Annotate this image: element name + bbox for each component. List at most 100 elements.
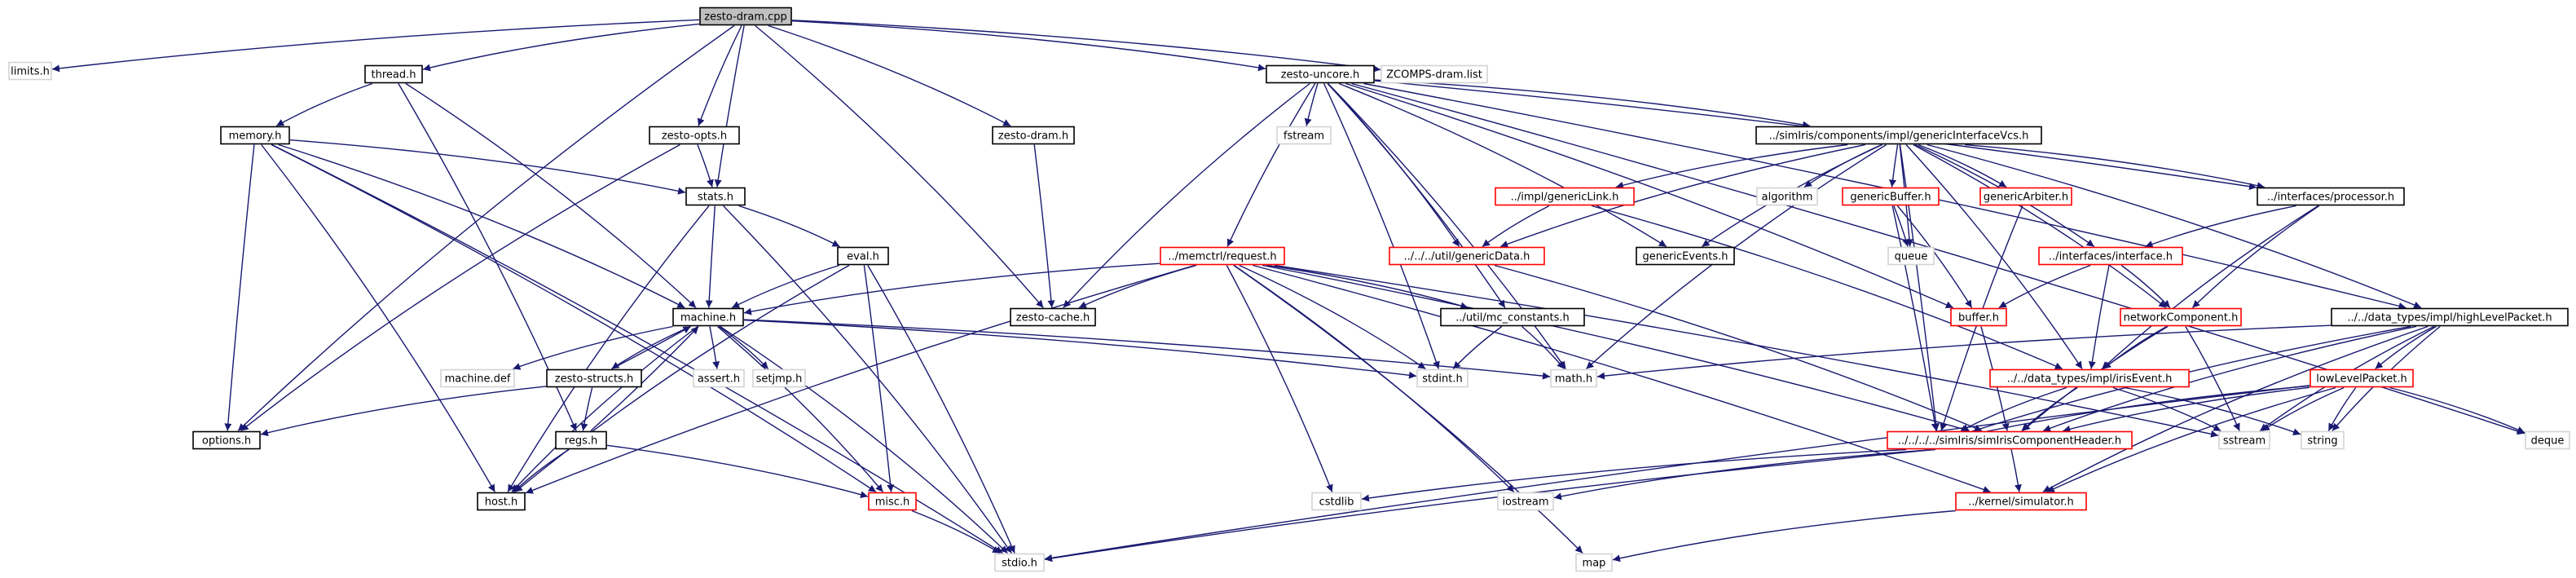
node-label: zesto-opts.h <box>662 130 727 143</box>
node-stats-h[interactable]: stats.h <box>685 187 746 206</box>
node-buffer-h[interactable]: buffer.h <box>1950 307 2007 327</box>
node-generic-iface-vcs-h[interactable]: ../simIris/components/impl/genericInterf… <box>1755 126 2042 145</box>
node-setjmp-h: setjmp.h <box>752 368 806 388</box>
edge-zesto_dram_cpp-to-stats_h <box>714 25 745 188</box>
node-box <box>546 368 642 388</box>
node-map: map <box>1575 553 1613 572</box>
node-zesto-cache-h[interactable]: zesto-cache.h <box>1010 307 1096 327</box>
edge-eval_h-to-misc_h <box>863 265 895 492</box>
node-box <box>752 368 806 388</box>
edge-request_h-to-sstream <box>1274 264 2219 438</box>
node-box <box>1950 307 2007 327</box>
node-label: stdio.h <box>1002 558 1037 570</box>
edge-zesto_uncore_h-to-fstream <box>1304 83 1319 126</box>
edge-high_level_packet_h-to-low_level_packet_h <box>2375 325 2437 370</box>
node-high-level-packet-h[interactable]: ../../data_types/impl/highLevelPacket.h <box>2331 307 2569 327</box>
edge-regs_h-to-machine_h <box>590 326 699 432</box>
node-label: math.h <box>1555 373 1592 386</box>
node-zesto-uncore-h[interactable]: zesto-uncore.h <box>1266 64 1375 84</box>
edge-mc_constants_h-to-math_h <box>1521 325 1565 369</box>
node-box <box>1380 64 1488 84</box>
node-queue: queue <box>1887 246 1935 266</box>
node-memory-h[interactable]: memory.h <box>220 126 290 145</box>
edge-stats_h-to-machine_h <box>705 205 716 308</box>
edge-thread_h-to-machine_h <box>405 82 697 309</box>
node-cstdlib: cstdlib <box>1311 492 1362 511</box>
node-box <box>1887 246 1935 266</box>
node-label: zesto-uncore.h <box>1281 69 1360 82</box>
node-misc-h[interactable]: misc.h <box>868 492 917 511</box>
node-iris-event-h[interactable]: ../../data_types/impl/irisEvent.h <box>1989 368 2190 388</box>
node-assert-h: assert.h <box>693 368 745 388</box>
node-stdint-h: stdint.h <box>1416 368 1469 388</box>
node-box <box>2310 368 2414 388</box>
edge-generic_iface_vcs_h-to-generic_data_h <box>1499 143 1865 248</box>
node-label: genericEvents.h <box>1643 251 1728 263</box>
node-label: zesto-dram.h <box>998 130 1068 143</box>
node-generic-arbiter-h[interactable]: genericArbiter.h <box>1979 187 2072 206</box>
node-label: ../simIris/components/impl/genericInterf… <box>1769 130 2029 143</box>
edge-request_h-to-machine_h <box>743 263 1160 315</box>
node-mc-constants-h[interactable]: ../util/mc_constants.h <box>1440 307 1585 327</box>
edge-interface_h-to-network_component_h <box>2120 264 2171 308</box>
node-thread-h[interactable]: thread.h <box>364 64 423 84</box>
node-host-h[interactable]: host.h <box>477 492 526 511</box>
node-box <box>1887 430 2133 450</box>
node-generic-events-h[interactable]: genericEvents.h <box>1636 246 1735 266</box>
node-machine-h[interactable]: machine.h <box>672 307 744 327</box>
edge-zesto_opts_h-to-options_h <box>240 143 680 432</box>
node-box <box>992 126 1075 145</box>
edge-request_h-to-mc_constants_h <box>1266 264 1469 310</box>
edge-request_h-to-iris_component_header_h <box>1262 264 1970 433</box>
edge-zesto_structs_h-to-regs_h <box>580 387 593 431</box>
edge-zesto_dram_cpp-to-options_h <box>237 24 735 432</box>
edge-generic_link_h-to-generic_data_h <box>1482 205 1550 248</box>
node-request-h[interactable]: ../memctrl/request.h <box>1160 246 1285 266</box>
edge-request_h-to-simulator_h <box>1253 264 1991 493</box>
node-low-level-packet-h[interactable]: lowLevelPacket.h <box>2310 368 2414 388</box>
edges-layer <box>51 19 2525 563</box>
node-label: map <box>1583 558 1606 570</box>
node-label: deque <box>2531 435 2565 448</box>
node-zesto-structs-h[interactable]: zesto-structs.h <box>546 368 642 388</box>
node-network-component-h[interactable]: networkComponent.h <box>2120 307 2242 327</box>
edge-low_level_packet_h-to-deque <box>2389 386 2525 434</box>
node-regs-h[interactable]: regs.h <box>555 430 607 450</box>
node-generic-buffer-h[interactable]: genericBuffer.h <box>1842 187 1940 206</box>
node-label: ../../../util/genericData.h <box>1404 251 1530 263</box>
node-zesto-dram-h[interactable]: zesto-dram.h <box>992 126 1075 145</box>
node-options-h[interactable]: options.h <box>192 430 261 450</box>
edge-zesto_uncore_h-to-generic_data_h <box>1327 83 1460 247</box>
edge-zesto_dram_cpp-to-zesto_opts_h <box>697 25 742 126</box>
node-interface-h[interactable]: ../interfaces/interface.h <box>2038 246 2183 266</box>
node-box <box>477 492 526 511</box>
edge-high_level_packet_h-to-math_h <box>1596 324 2332 380</box>
node-box <box>837 246 889 266</box>
edge-eval_h-to-machine_h <box>731 264 840 309</box>
node-processor-h[interactable]: ../interfaces/processor.h <box>2257 187 2405 206</box>
node-generic-data-h[interactable]: ../../../util/genericData.h <box>1389 246 1545 266</box>
node-label: cstdlib <box>1319 496 1354 509</box>
edge-eval_h-to-host_h <box>514 264 850 493</box>
node-iris-component-header-h[interactable]: ../../../../simIris/simIrisComponentHead… <box>1887 430 2133 450</box>
node-generic-link-h[interactable]: ../impl/genericLink.h <box>1495 187 1635 206</box>
edge-request_h-to-host_h <box>525 264 1196 494</box>
node-box <box>994 553 1045 572</box>
edge-zesto_dram_cpp-to-zesto_uncore_h <box>791 20 1266 72</box>
node-box <box>2301 430 2345 450</box>
node-eval-h[interactable]: eval.h <box>837 246 889 266</box>
node-box <box>1495 187 1635 206</box>
edge-high_level_packet_h-to-simulator_h <box>2042 325 2428 493</box>
node-fstream: fstream <box>1276 126 1332 145</box>
edge-processor_h-to-interface_h <box>2145 205 2296 248</box>
node-label: assert.h <box>698 373 740 386</box>
node-zesto-dram-cpp[interactable]: zesto-dram.cpp <box>699 7 792 26</box>
node-string: string <box>2301 430 2345 450</box>
edge-machine_h-to-host_h <box>511 325 698 492</box>
node-label: sstream <box>2223 435 2266 448</box>
node-box <box>1276 126 1332 145</box>
node-simulator-h[interactable]: ../kernel/simulator.h <box>1955 492 2087 511</box>
edge-zesto_uncore_h-to-mc_constants_h <box>1327 83 1506 308</box>
node-zesto-opts-h[interactable]: zesto-opts.h <box>649 126 740 145</box>
